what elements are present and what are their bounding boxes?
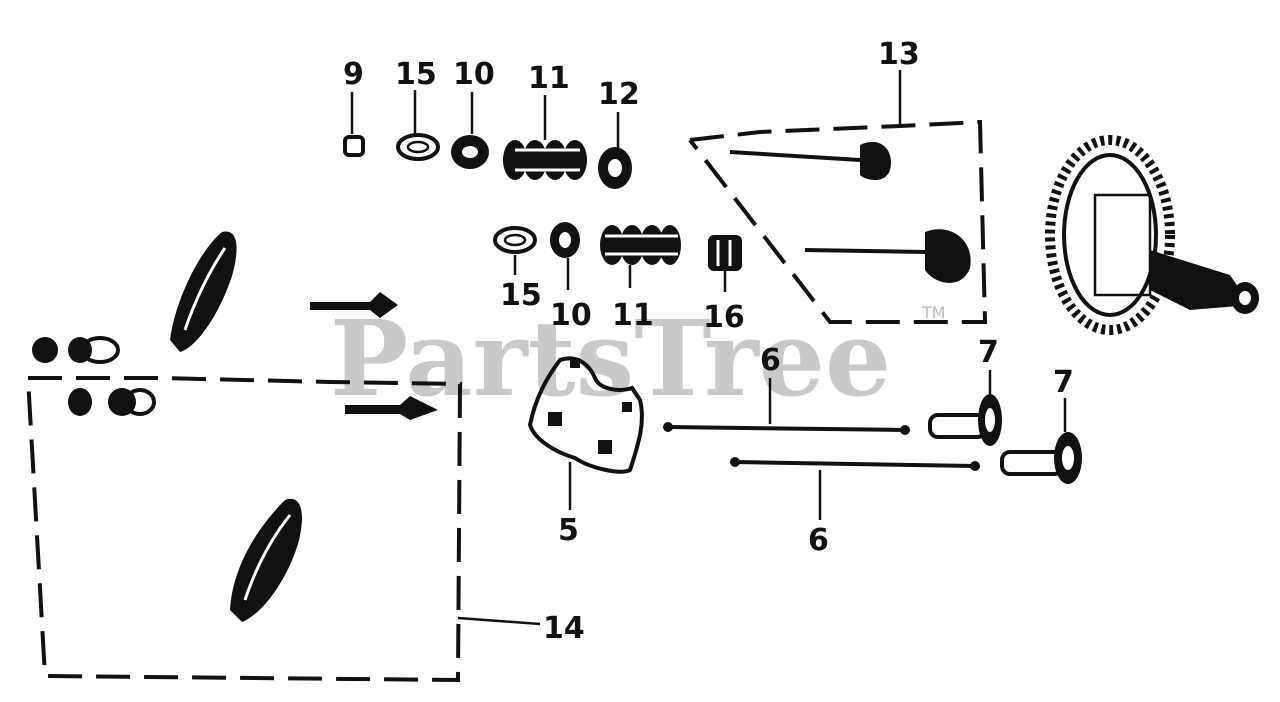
callout-15-top[interactable]: 15 <box>395 57 437 92</box>
callout-10-top[interactable]: 10 <box>453 57 495 92</box>
callout-10-lower[interactable]: 10 <box>550 298 592 333</box>
part-10-washer-lower[interactable] <box>550 222 580 258</box>
callout-7-lower[interactable]: 7 <box>1053 365 1074 400</box>
callout-11-lower[interactable]: 11 <box>612 298 654 333</box>
callout-15-lower[interactable]: 15 <box>500 278 542 313</box>
callout-13[interactable]: 13 <box>878 37 920 72</box>
callout-9[interactable]: 9 <box>343 57 364 92</box>
camshaft-gear[interactable] <box>1045 135 1259 335</box>
part-5-guide-plate[interactable] <box>527 356 644 474</box>
part-11-spring-lower[interactable] <box>600 225 681 265</box>
part-16-valve-seal[interactable] <box>708 235 742 271</box>
callout-14[interactable]: 14 <box>543 611 585 646</box>
part-14-rocker-assembly[interactable] <box>26 231 463 683</box>
part-11-spring-top[interactable] <box>503 140 587 180</box>
part-10-washer-top[interactable] <box>451 135 489 169</box>
part-6-push-rod-lower[interactable] <box>730 457 980 471</box>
part-15-retainer-top[interactable] <box>396 133 440 161</box>
callout-6-lower[interactable]: 6 <box>808 523 829 558</box>
callout-6-upper[interactable]: 6 <box>760 343 781 378</box>
watermark-text: PartsTree <box>330 297 891 420</box>
part-7-tappet-lower[interactable] <box>1000 432 1082 484</box>
part-15-retainer-lower[interactable] <box>493 226 537 254</box>
callout-16[interactable]: 16 <box>703 300 745 335</box>
callout-11-top[interactable]: 11 <box>528 61 570 96</box>
part-9-valve-cap[interactable] <box>343 135 365 157</box>
callout-5[interactable]: 5 <box>558 513 579 548</box>
leader-14 <box>457 616 541 626</box>
part-6-push-rod-upper[interactable] <box>663 422 910 435</box>
callout-12[interactable]: 12 <box>598 77 640 112</box>
callout-7-upper[interactable]: 7 <box>978 335 999 370</box>
part-7-tappet-upper[interactable] <box>928 394 1002 446</box>
part-13-valve-set[interactable] <box>688 119 988 324</box>
watermark-trademark: TM <box>921 303 946 322</box>
part-12-valve-seal[interactable] <box>598 147 632 189</box>
